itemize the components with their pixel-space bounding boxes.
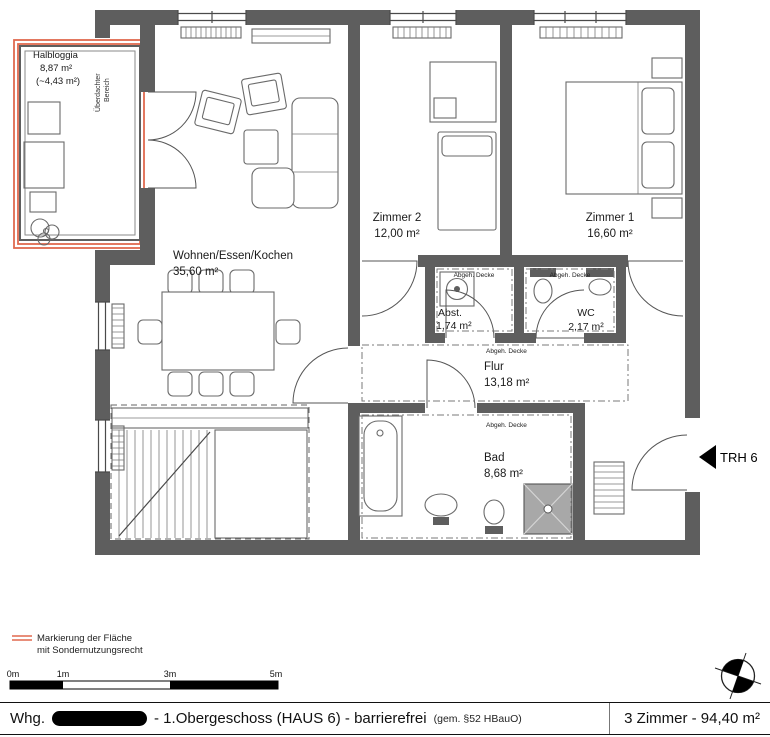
ceiling-note: Abgeh. Decke	[550, 272, 591, 279]
wardrobe	[429, 61, 497, 123]
bathtub	[358, 415, 403, 517]
legend-line2: mit Sondernutzungsrecht	[37, 645, 143, 656]
svg-text:35,60 m²: 35,60 m²	[173, 266, 219, 278]
windows	[95, 10, 627, 473]
loggia	[19, 45, 141, 246]
pillow	[641, 87, 675, 135]
svg-text:Zimmer 1: Zimmer 1	[586, 212, 635, 224]
covered-area-label: Überdachter Bereich	[94, 73, 111, 112]
washbasin	[424, 493, 458, 517]
pillow	[641, 141, 675, 189]
toilet-cistern	[530, 268, 556, 277]
svg-text:Abst.: Abst.	[438, 307, 462, 319]
svg-text:16,60 m²: 16,60 m²	[587, 228, 633, 240]
dining-table	[161, 291, 275, 371]
loggia-furniture	[29, 191, 57, 213]
svg-text:TRH 6: TRH 6	[720, 450, 758, 465]
label-zimmer1: Zimmer 1 16,60 m²	[586, 212, 635, 240]
svg-text:WC: WC	[577, 307, 595, 319]
label-bad: Abgeh. Decke Bad 8,68 m²	[484, 422, 527, 480]
label-wc: Abgeh. Decke WC 2,17 m²	[550, 272, 605, 333]
legend: Markierung der Fläche mit Sondernutzungs…	[12, 633, 143, 656]
svg-text:1,74 m²: 1,74 m²	[436, 320, 472, 332]
radiators	[111, 26, 625, 515]
nightstand	[651, 197, 683, 219]
legend-line1: Markierung der Fläche	[37, 633, 132, 644]
title-bar: Whg. - 1.Obergeschoss (HAUS 6) - barrier…	[0, 702, 770, 735]
svg-text:0m: 0m	[7, 669, 20, 679]
storage-door	[445, 289, 495, 339]
scale-bar: 0m 1m 3m 5m	[7, 669, 283, 690]
svg-text:5m: 5m	[270, 669, 283, 679]
svg-text:13,18 m²: 13,18 m²	[484, 377, 530, 389]
ceiling-note: Abgeh. Decke	[486, 348, 527, 355]
stairs-area	[110, 404, 310, 540]
room2-furniture	[429, 61, 497, 231]
label-loggia: Halbloggia 8,87 m² (~4,43 m²) Überdachte…	[33, 50, 111, 112]
apartment-summary: 3 Zimmer - 94,40 m²	[609, 703, 770, 734]
floor-plan-sheet: Halbloggia 8,87 m² (~4,43 m²) Überdachte…	[7, 10, 762, 700]
ceiling-note: Abgeh. Decke	[486, 422, 527, 429]
nightstand	[651, 57, 683, 79]
label-zimmer2: Zimmer 2 12,00 m²	[373, 212, 422, 240]
label-flur: Abgeh. Decke Flur 13,18 m²	[484, 348, 530, 389]
dining-set	[137, 269, 301, 397]
svg-text:2,17 m²: 2,17 m²	[568, 321, 604, 333]
loggia-area: 8,87 m²	[40, 63, 72, 74]
label-wohnen: Wohnen/Essen/Kochen 35,60 m²	[173, 250, 293, 278]
apartment-title: Whg. - 1.Obergeschoss (HAUS 6) - barrier…	[0, 703, 522, 734]
svg-text:Überdachter: Überdachter	[94, 73, 102, 112]
room1-door	[627, 260, 684, 317]
loggia-furniture	[23, 141, 65, 189]
toilet	[483, 499, 505, 525]
svg-text:12,00 m²: 12,00 m²	[374, 228, 420, 240]
ceiling-note: Abgeh. Decke	[454, 272, 495, 279]
apartment-description: - 1.Obergeschoss (HAUS 6) - barrierefrei	[154, 710, 427, 727]
svg-text:Bad: Bad	[484, 452, 504, 464]
loggia-door	[147, 139, 197, 189]
shower	[523, 483, 573, 535]
loggia-name: Halbloggia	[33, 50, 79, 61]
loggia-door	[147, 91, 197, 141]
walls	[95, 10, 700, 555]
svg-text:3m: 3m	[164, 669, 177, 679]
stairwell-arrow-icon	[699, 445, 716, 469]
room1-furniture	[565, 57, 683, 219]
bath-door	[426, 359, 476, 409]
svg-text:8,68 m²: 8,68 m²	[484, 468, 523, 480]
label-stairwell: TRH 6	[699, 445, 758, 469]
labels: Halbloggia 8,87 m² (~4,43 m²) Überdachte…	[33, 50, 758, 480]
plant-icon	[30, 218, 60, 246]
redacted-apartment-number	[52, 711, 148, 726]
north-compass-icon	[714, 652, 762, 700]
legal-note: (gem. §52 HBauO)	[433, 712, 522, 725]
bath-fixtures	[358, 415, 573, 535]
entrance-door	[631, 434, 688, 491]
svg-text:Zimmer 2: Zimmer 2	[373, 212, 422, 224]
svg-text:Flur: Flur	[484, 361, 504, 373]
pillow	[441, 135, 493, 157]
sofa	[291, 97, 339, 209]
wc-fixtures	[530, 268, 614, 304]
living-room-door	[292, 347, 349, 404]
svg-text:Bereich: Bereich	[104, 78, 111, 102]
loggia-area-alt: (~4,43 m²)	[36, 76, 80, 87]
doors	[147, 91, 688, 491]
room2-door	[361, 260, 418, 317]
floor-plan-drawing: Halbloggia 8,87 m² (~4,43 m²) Überdachte…	[7, 10, 762, 700]
label-abst: Abgeh. Decke Abst. 1,74 m²	[436, 272, 495, 332]
washbasin	[588, 278, 612, 296]
wc-door	[535, 289, 585, 339]
suspended-ceiling-outlines	[361, 268, 629, 539]
living-room-furniture	[110, 28, 339, 540]
coffee-table	[243, 129, 279, 165]
svg-text:Wohnen/Essen/Kochen: Wohnen/Essen/Kochen	[173, 250, 293, 262]
loggia-furniture	[27, 101, 61, 135]
apartment-prefix: Whg.	[10, 710, 46, 727]
toilet	[533, 278, 553, 304]
svg-text:1m: 1m	[57, 669, 70, 679]
